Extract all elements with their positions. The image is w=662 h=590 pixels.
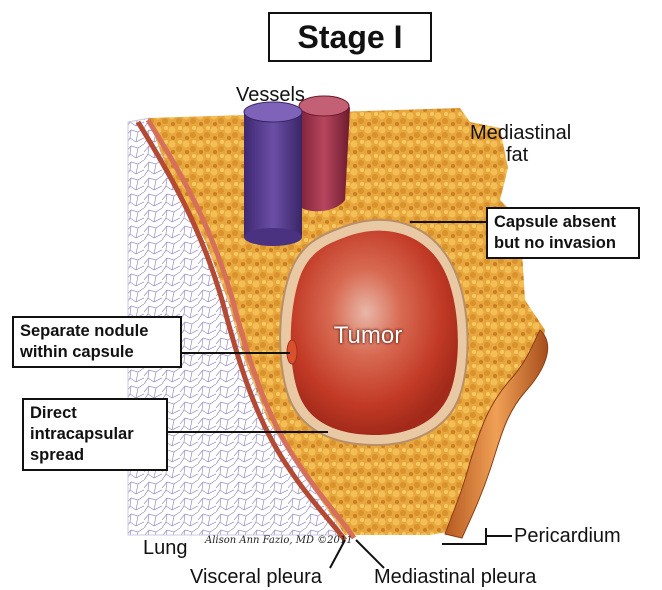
mediastinal-pleura-label: Mediastinal pleura (374, 566, 536, 588)
separate-nodule-line2: within capsule (20, 342, 174, 363)
mediastinal-fat-label: Mediastinal fat (470, 122, 571, 166)
separate-nodule-callout: Separate nodule within capsule (12, 316, 182, 368)
direct-spread-line3: spread (30, 445, 160, 466)
capsule-absent-callout: Capsule absent but no invasion (486, 207, 640, 259)
visceral-pleura-label: Visceral pleura (190, 566, 322, 588)
capsule-absent-line1: Capsule absent (494, 212, 632, 233)
leader-mediastinal-pleura (356, 540, 384, 568)
lung-label: Lung (143, 537, 188, 559)
stage-title: Stage I (268, 12, 432, 62)
direct-spread-line1: Direct (30, 403, 160, 424)
tumor-label: Tumor (318, 322, 418, 350)
direct-spread-line2: intracapsular (30, 424, 160, 445)
vessels-label: Vessels (236, 84, 305, 106)
direct-spread-callout: Direct intracapsular spread (22, 398, 168, 471)
mediastinal-fat-label-line2: fat (470, 144, 571, 166)
mediastinal-fat-label-line1: Mediastinal (470, 122, 571, 144)
capsule-absent-line2: but no invasion (494, 233, 632, 254)
separate-nodule-line1: Separate nodule (20, 321, 174, 342)
pericardium-label: Pericardium (514, 525, 621, 547)
artist-signature: Alison Ann Fazio, MD ©2011 (205, 535, 353, 546)
